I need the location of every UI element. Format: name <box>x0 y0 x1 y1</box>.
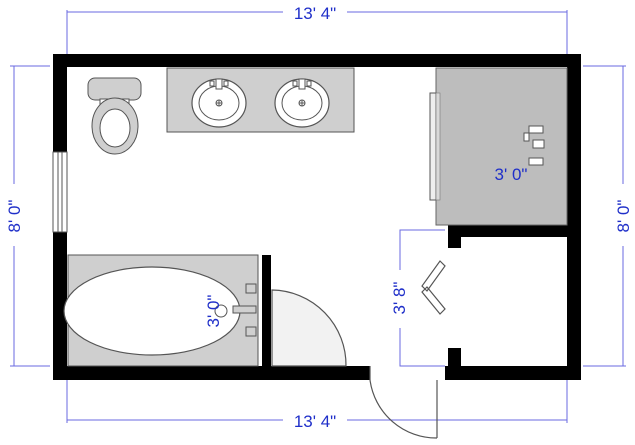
wall-closet-vertical-top <box>448 224 461 248</box>
sink-left <box>191 78 247 128</box>
tub-faucet <box>232 283 257 337</box>
bifold-door <box>421 260 446 315</box>
sink-right <box>274 78 330 128</box>
wall-top <box>53 54 581 67</box>
dimension-right-height: 8' 0" <box>614 200 633 233</box>
toilet <box>87 77 142 155</box>
wall-bottom-right <box>445 366 581 380</box>
double-vanity <box>166 67 355 133</box>
dimension-labels: 13' 4" 13' 4" 8' 0" 8' 0" 3' 0" 3' 8" 3'… <box>4 2 633 431</box>
shower <box>429 67 568 226</box>
dimension-top-width: 13' 4" <box>294 4 336 23</box>
shower-glass-door <box>429 92 437 201</box>
dimension-closet-depth: 3' 8" <box>390 282 409 315</box>
wall-closet-horizontal <box>450 224 581 237</box>
closet-door <box>271 289 347 367</box>
bathtub <box>63 254 259 367</box>
entry-door <box>369 366 438 439</box>
wall-right <box>567 54 581 380</box>
dimension-tub-width: 3' 0" <box>204 295 223 328</box>
wall-closet-vertical-bottom <box>448 348 461 380</box>
shower-base <box>435 67 568 226</box>
wall-left-upper <box>53 54 67 152</box>
wall-left-lower <box>53 232 67 380</box>
walls <box>53 54 581 380</box>
dimension-left-height: 8' 0" <box>5 200 24 233</box>
dimension-bottom-width: 13' 4" <box>294 412 336 431</box>
window <box>52 151 68 233</box>
tub-drain <box>214 304 228 318</box>
wall-bottom-left <box>53 366 370 380</box>
wall-tub-partition <box>262 255 271 380</box>
toilet-tank <box>87 77 142 101</box>
dimension-shower-width: 3' 0" <box>495 165 528 184</box>
shower-valve <box>523 125 545 166</box>
